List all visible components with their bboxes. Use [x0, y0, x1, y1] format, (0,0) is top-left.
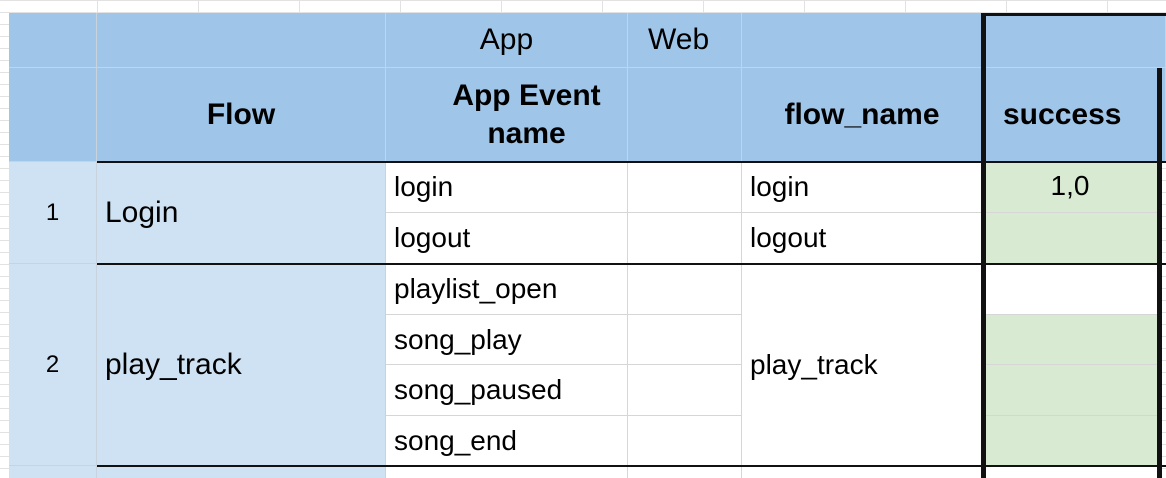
- group-2-flow-label: play_track: [105, 347, 242, 381]
- header-flowname-top-cell[interactable]: [742, 13, 983, 68]
- group-1-flowname-1-cell[interactable]: login: [742, 162, 983, 213]
- header-app-event-name-cell[interactable]: App Event name: [386, 68, 628, 162]
- group-1-flow-cell[interactable]: Login: [97, 162, 386, 264]
- group-2-event-3-cell[interactable]: song_paused: [386, 365, 628, 416]
- header-flowname-cell[interactable]: flow_name: [742, 68, 983, 162]
- group-1-event-2: logout: [394, 222, 471, 253]
- thick-border-right-success: [1157, 68, 1162, 478]
- header-flowname-label: flow_name: [784, 97, 940, 131]
- header-rownum-cell[interactable]: [9, 13, 97, 68]
- group-2-event-4-cell[interactable]: song_end: [386, 416, 628, 466]
- group-2-success-3-cell[interactable]: [983, 365, 1158, 416]
- header-web-label: Web: [648, 23, 710, 56]
- group-2-success-4-cell[interactable]: [983, 416, 1158, 466]
- header-flow-label: Flow: [206, 97, 276, 131]
- group-2-event-3: song_paused: [394, 374, 563, 405]
- group-1-flowname-2-cell[interactable]: logout: [742, 213, 983, 264]
- group-1-flowname-2: logout: [750, 222, 827, 253]
- group-2-flowname-cell[interactable]: play_track: [742, 264, 983, 466]
- group-2-number-cell[interactable]: 2: [9, 264, 97, 466]
- next-row-number-cell[interactable]: [9, 466, 97, 478]
- header-rownum-cell-2[interactable]: [9, 68, 97, 162]
- thick-border-top-success: [981, 13, 1166, 16]
- thick-border-group-2-bottom: [97, 465, 1166, 467]
- header-web-cell[interactable]: Web: [628, 13, 742, 68]
- group-2-event-1: playlist_open: [394, 273, 558, 304]
- group-2-flowname: play_track: [750, 348, 878, 380]
- header-web-cell-2[interactable]: [628, 68, 742, 162]
- group-2-event-2: song_play: [394, 323, 522, 355]
- group-1-flowname-1: login: [750, 171, 810, 202]
- group-1-success-1: 1,0: [1050, 170, 1090, 201]
- header-app-event-name-label: App Event name: [452, 78, 601, 150]
- header-flow-cell[interactable]: Flow: [97, 68, 386, 162]
- next-row-event-cell[interactable]: [386, 466, 628, 478]
- group-1-web-2-cell[interactable]: [628, 213, 742, 264]
- group-1-number: 1: [45, 198, 60, 226]
- next-row-flow-cell[interactable]: [97, 466, 386, 478]
- group-2-flow-cell[interactable]: play_track: [97, 264, 386, 466]
- next-row-flowname-cell[interactable]: [742, 466, 983, 478]
- next-row-web-cell[interactable]: [628, 466, 742, 478]
- header-success-cell[interactable]: success: [983, 68, 1166, 162]
- header-app-cell[interactable]: App: [386, 13, 628, 68]
- group-2-event-2-cell[interactable]: song_play: [386, 315, 628, 365]
- header-app-label: App: [479, 23, 534, 56]
- group-1-number-cell[interactable]: 1: [9, 162, 97, 264]
- next-row-success-cell[interactable]: [983, 466, 1158, 478]
- group-1-flow-label: Login: [105, 195, 179, 229]
- group-1-event-1-cell[interactable]: login: [386, 162, 628, 213]
- thick-border-left-success: [981, 13, 986, 478]
- header-success-top-cell[interactable]: [983, 13, 1166, 68]
- header-success-label: success: [1003, 97, 1122, 131]
- group-2-web-3-cell[interactable]: [628, 365, 742, 416]
- group-1-event-2-cell[interactable]: logout: [386, 213, 628, 264]
- group-2-event-1-cell[interactable]: playlist_open: [386, 264, 628, 315]
- thick-border-header-bottom: [97, 161, 1166, 163]
- thick-border-group-1-bottom: [97, 263, 1166, 265]
- header-flow-top-cell[interactable]: [97, 13, 386, 68]
- group-1-success-1-cell[interactable]: 1,0: [983, 162, 1158, 213]
- group-1-success-2-cell[interactable]: [983, 213, 1158, 264]
- group-2-number: 2: [45, 350, 60, 378]
- group-2-web-2-cell[interactable]: [628, 315, 742, 365]
- group-2-success-1-cell[interactable]: [983, 264, 1158, 315]
- group-1-event-1: login: [394, 171, 454, 202]
- group-1-web-1-cell[interactable]: [628, 162, 742, 213]
- group-2-web-1-cell[interactable]: [628, 264, 742, 315]
- group-2-web-4-cell[interactable]: [628, 416, 742, 466]
- group-2-event-4: song_end: [394, 424, 518, 456]
- group-2-success-2-cell[interactable]: [983, 315, 1158, 365]
